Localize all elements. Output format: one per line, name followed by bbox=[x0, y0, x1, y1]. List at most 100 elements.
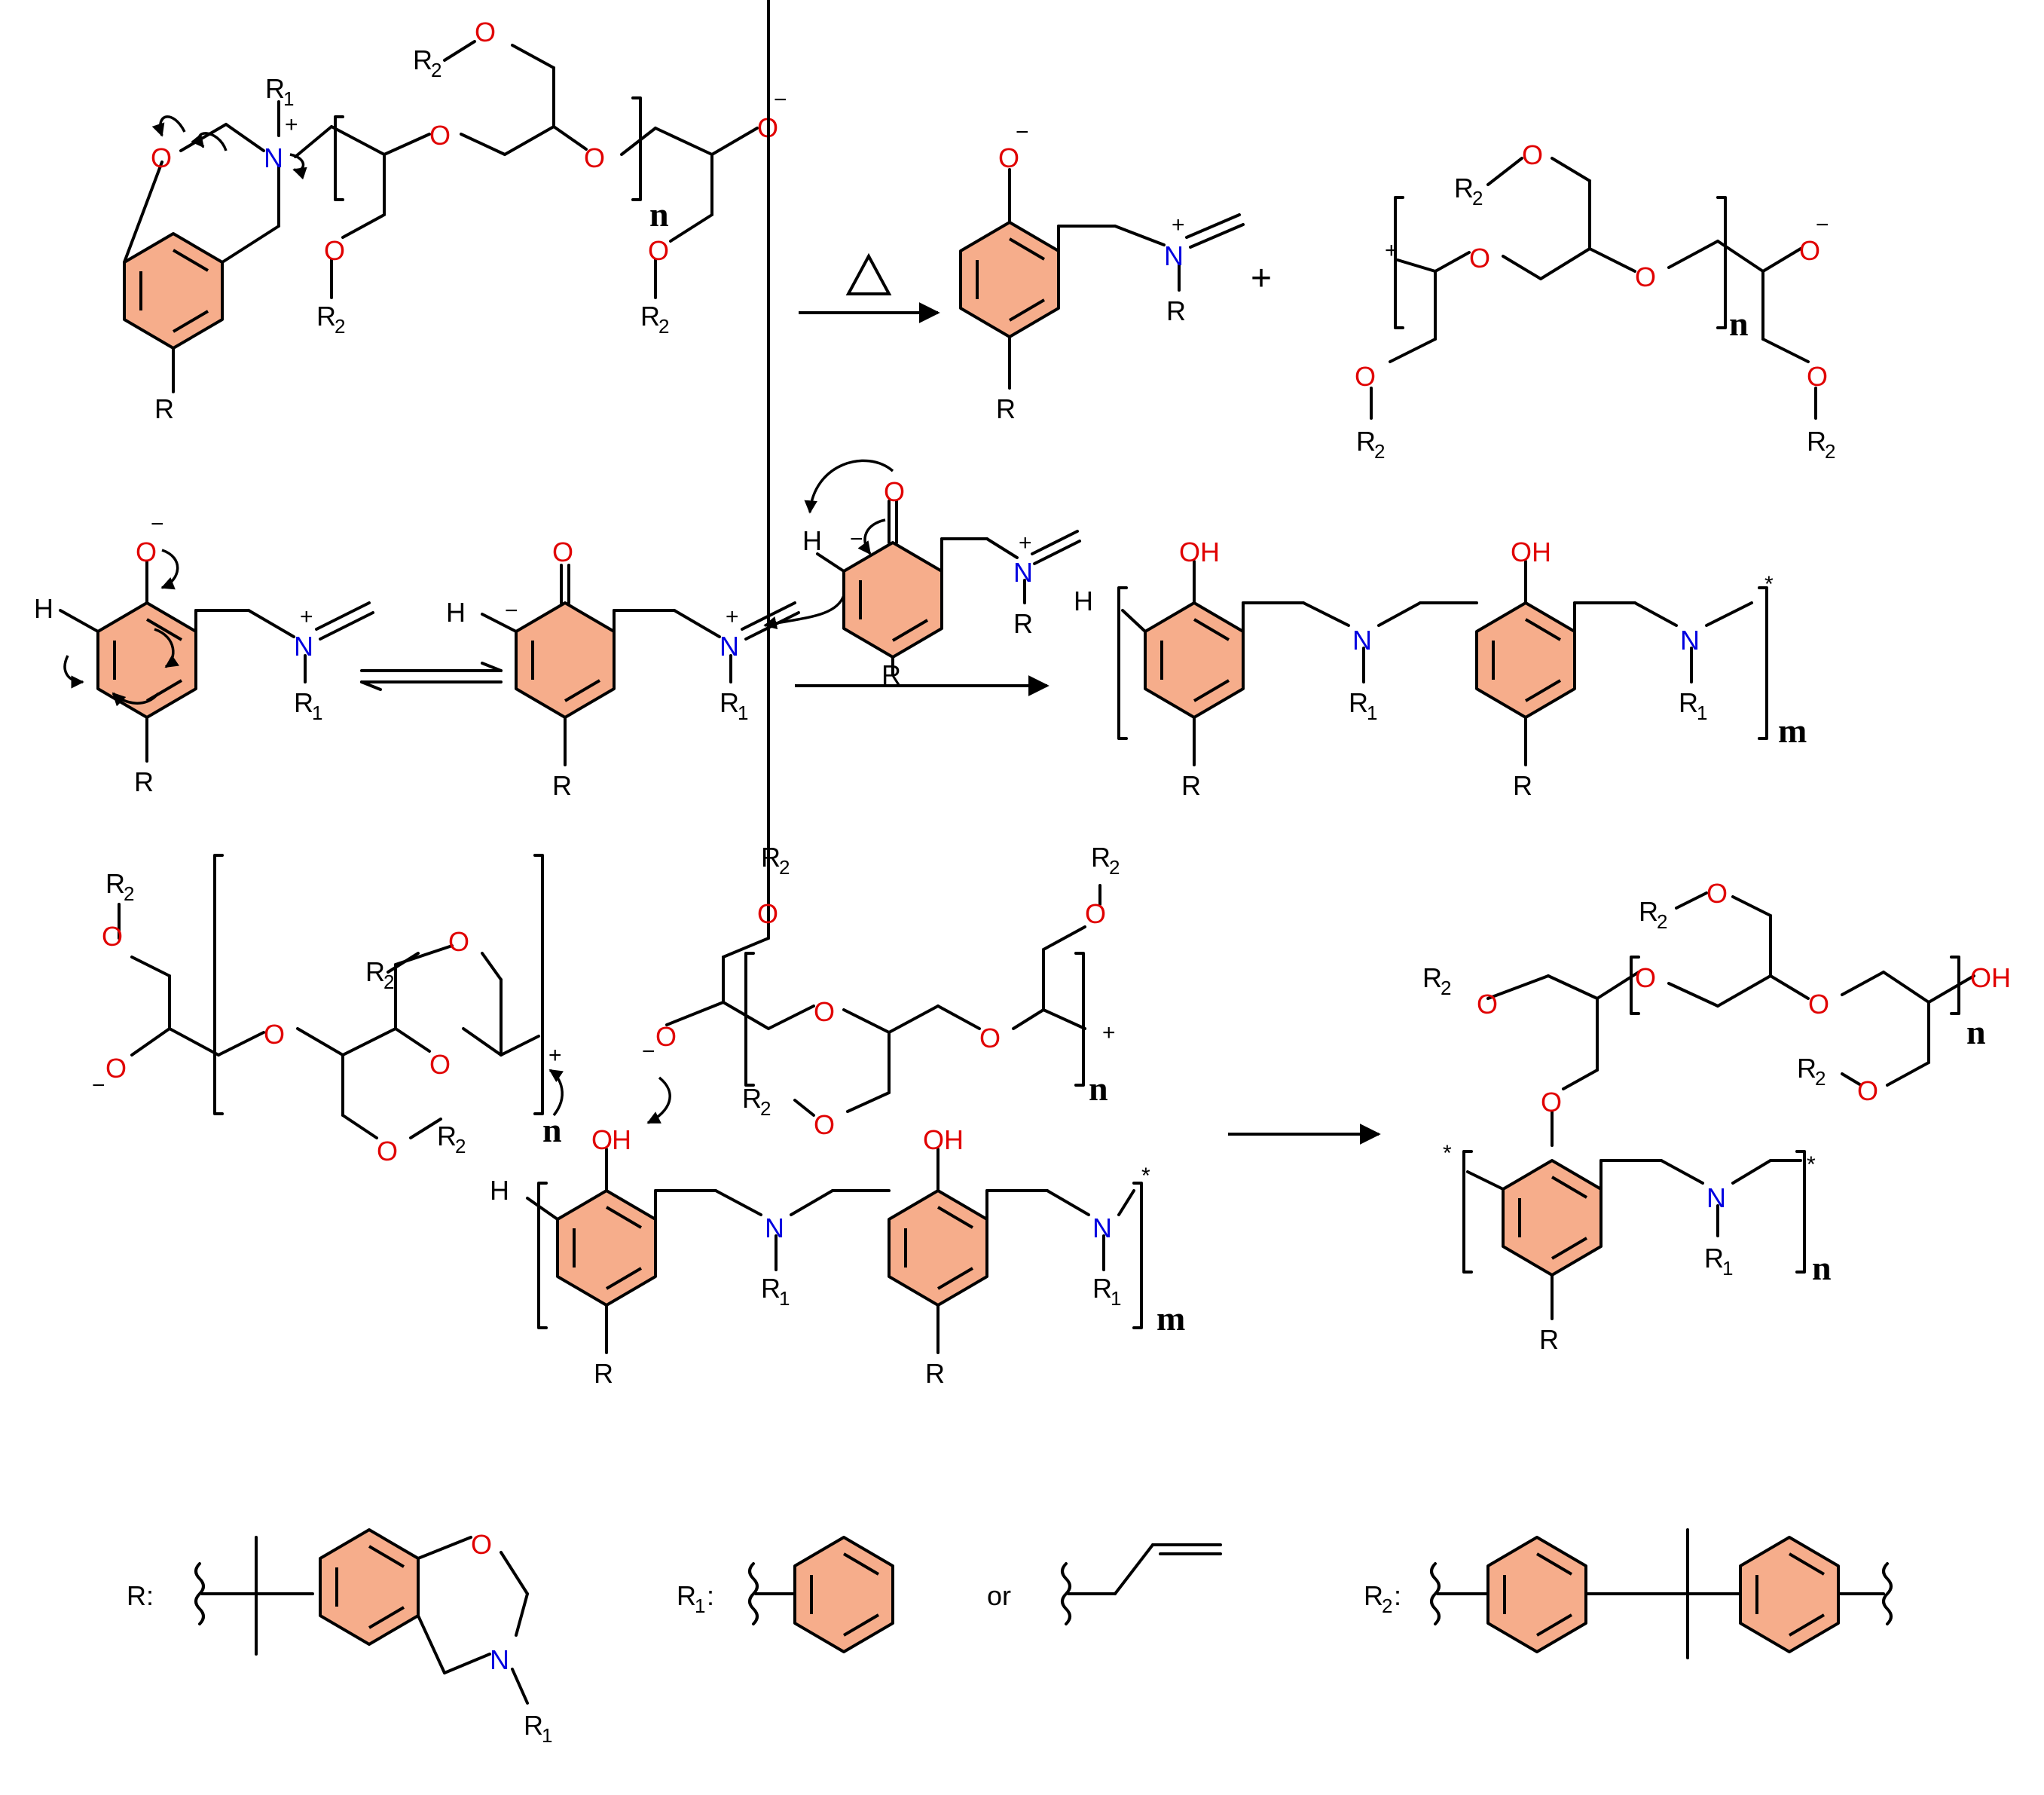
svg-text:R: R bbox=[1091, 842, 1111, 873]
svg-text:O: O bbox=[1477, 989, 1498, 1020]
svg-text:R: R bbox=[1349, 687, 1368, 718]
svg-text:R: R bbox=[1639, 896, 1658, 927]
svg-text:O: O bbox=[471, 1529, 492, 1560]
svg-text:R: R bbox=[761, 842, 781, 873]
svg-text::: : bbox=[707, 1580, 714, 1611]
svg-text:R: R bbox=[1166, 295, 1186, 326]
heat-arrow bbox=[799, 252, 940, 323]
svg-text:O: O bbox=[1541, 1087, 1562, 1118]
svg-text:R: R bbox=[413, 44, 432, 75]
svg-text:O: O bbox=[757, 898, 778, 929]
svg-text:+: + bbox=[1019, 531, 1032, 555]
svg-text:+: + bbox=[285, 112, 298, 137]
quinonoid-carbanion: O H − N + R 1 R bbox=[446, 537, 800, 801]
svg-text:R: R bbox=[1797, 1053, 1816, 1084]
svg-text:H: H bbox=[34, 593, 53, 624]
svg-text:−: − bbox=[774, 87, 787, 112]
svg-text:R: R bbox=[265, 73, 285, 104]
svg-text:O: O bbox=[1085, 898, 1106, 929]
svg-text:O: O bbox=[1808, 989, 1829, 1020]
svg-text:*: * bbox=[1141, 1164, 1150, 1188]
svg-text:N: N bbox=[294, 631, 313, 662]
svg-text:−: − bbox=[1816, 213, 1829, 237]
svg-text:2: 2 bbox=[335, 315, 345, 338]
legend-R1: R 1 : or bbox=[677, 1536, 1222, 1653]
svg-text:N: N bbox=[490, 1644, 509, 1675]
svg-text:1: 1 bbox=[283, 87, 294, 110]
svg-text:2: 2 bbox=[1441, 977, 1451, 999]
svg-text:2: 2 bbox=[383, 971, 394, 993]
svg-text:2: 2 bbox=[1109, 856, 1120, 879]
benzoxazine-polyether-adduct: O N + R 1 O O O R 2 O − O R 2 O R 2 n R bbox=[123, 17, 787, 424]
svg-text:O: O bbox=[1522, 139, 1543, 170]
svg-text:OH: OH bbox=[1179, 537, 1220, 567]
svg-text:R: R bbox=[1807, 426, 1826, 457]
ring-oxygen: O bbox=[151, 142, 172, 173]
svg-text:−: − bbox=[850, 527, 863, 552]
svg-text:+: + bbox=[548, 1043, 562, 1068]
svg-text:O: O bbox=[1635, 261, 1656, 292]
svg-text:2: 2 bbox=[1374, 440, 1385, 463]
svg-text:R: R bbox=[1092, 1273, 1112, 1304]
svg-text:O: O bbox=[105, 1053, 127, 1084]
svg-text:R: R bbox=[1013, 608, 1033, 639]
svg-text:n: n bbox=[1966, 1013, 1986, 1051]
svg-text:O: O bbox=[655, 1021, 677, 1052]
svg-text:or: or bbox=[987, 1580, 1011, 1611]
svg-text:R: R bbox=[552, 770, 572, 801]
svg-text:N: N bbox=[1013, 557, 1033, 588]
svg-text:O: O bbox=[429, 120, 451, 151]
svg-text:O: O bbox=[475, 17, 496, 47]
svg-text:R: R bbox=[294, 687, 313, 718]
svg-text:+: + bbox=[300, 604, 313, 629]
svg-text:+: + bbox=[1251, 258, 1272, 298]
svg-text:+: + bbox=[1172, 213, 1185, 237]
svg-text:H: H bbox=[612, 1124, 631, 1155]
svg-text:O: O bbox=[136, 537, 157, 567]
phenolate-iminium: O − H N + R 1 R bbox=[34, 512, 374, 797]
svg-text:R: R bbox=[925, 1358, 945, 1389]
svg-text:O: O bbox=[648, 235, 669, 266]
oxazine-nitrogen: N bbox=[264, 142, 283, 173]
svg-text:R: R bbox=[105, 868, 125, 899]
svg-text:2: 2 bbox=[1815, 1067, 1826, 1090]
svg-text:n: n bbox=[1729, 304, 1749, 343]
svg-text:R: R bbox=[154, 393, 174, 424]
svg-text:R: R bbox=[1704, 1243, 1724, 1274]
svg-text:H: H bbox=[1074, 586, 1093, 616]
equilibrium-arrows bbox=[360, 662, 503, 691]
svg-text:2: 2 bbox=[1825, 440, 1835, 463]
svg-text:R: R bbox=[437, 1121, 457, 1151]
svg-text:O: O bbox=[1635, 962, 1656, 993]
svg-text:O: O bbox=[264, 1019, 285, 1050]
svg-text:R: R bbox=[1539, 1324, 1559, 1355]
svg-text:−: − bbox=[505, 598, 518, 623]
svg-text:2: 2 bbox=[1472, 187, 1483, 209]
svg-text:N: N bbox=[1352, 625, 1372, 656]
svg-text:−: − bbox=[151, 512, 164, 537]
svg-text:O: O bbox=[552, 537, 573, 567]
svg-text:R: R bbox=[316, 301, 336, 332]
svg-text:O: O bbox=[1355, 361, 1376, 392]
svg-text:H: H bbox=[802, 525, 822, 556]
svg-text:+: + bbox=[1385, 238, 1398, 263]
svg-text:+: + bbox=[1102, 1020, 1116, 1045]
svg-text:N: N bbox=[1164, 240, 1184, 271]
svg-text:OH: OH bbox=[1970, 962, 2011, 993]
svg-text:R: R bbox=[996, 393, 1016, 424]
svg-text:2: 2 bbox=[779, 856, 790, 879]
svg-text:R: R bbox=[1679, 687, 1698, 718]
svg-text:N: N bbox=[1680, 625, 1700, 656]
svg-text:O: O bbox=[448, 926, 469, 957]
svg-text:OH: OH bbox=[923, 1124, 964, 1155]
svg-text:2: 2 bbox=[431, 59, 441, 81]
svg-text::: : bbox=[1394, 1580, 1401, 1611]
svg-text:1: 1 bbox=[1722, 1257, 1733, 1280]
svg-text:2: 2 bbox=[1382, 1595, 1392, 1617]
svg-text:O: O bbox=[1706, 878, 1728, 909]
svg-text:N: N bbox=[720, 631, 739, 662]
svg-text:O: O bbox=[979, 1023, 1001, 1053]
svg-text:2: 2 bbox=[124, 882, 134, 905]
svg-text:N: N bbox=[1706, 1182, 1726, 1213]
